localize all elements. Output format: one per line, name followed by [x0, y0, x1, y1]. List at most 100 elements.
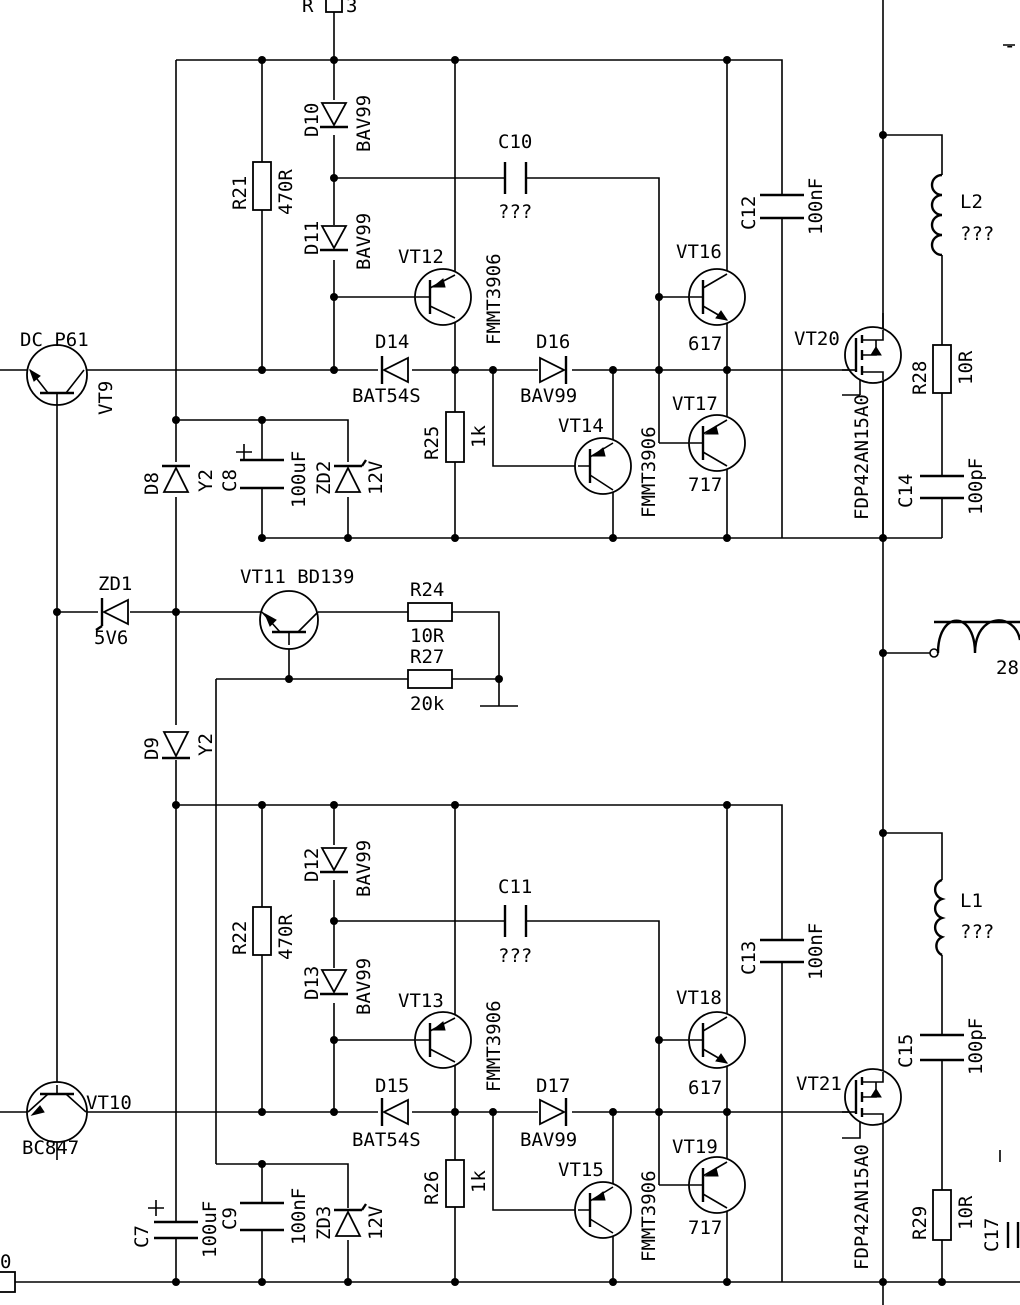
- label-d13: D13: [301, 966, 323, 1000]
- capacitor-c10: [503, 162, 528, 194]
- resistors: [0, 0, 952, 1293]
- label-d8-value: Y2: [195, 469, 217, 492]
- label-r24-value: 10R: [410, 625, 445, 647]
- mosfet-vt21: [842, 1068, 902, 1126]
- diode-d8: [162, 464, 190, 493]
- label-c9: C9: [219, 1207, 241, 1230]
- label-vt19-type: 717: [688, 1217, 722, 1239]
- transistor-vt11: [259, 590, 319, 650]
- label-vt12-type: FMMT3906: [483, 253, 505, 345]
- label-vt15-type: FMMT3906: [638, 1170, 660, 1262]
- inductor-l1: [933, 878, 946, 957]
- resistor-r26: [445, 1159, 465, 1208]
- label-d15: D15: [375, 1075, 409, 1097]
- label-vt14: VT14: [558, 415, 604, 437]
- label-r27: R27: [410, 646, 444, 668]
- label-vt21-type: FDP42AN15A0: [851, 1144, 873, 1270]
- zener-zd1: [95, 598, 129, 631]
- label-c11: C11: [498, 876, 532, 898]
- resistor-r21: [252, 161, 272, 211]
- resistor-r27: [407, 669, 453, 689]
- label-d11: D11: [301, 221, 323, 255]
- diode-d10: [320, 102, 348, 129]
- transistors: [26, 268, 902, 1239]
- transistor-vt9: [26, 344, 88, 406]
- resistor-r22: [252, 906, 272, 956]
- label-zd2-value: 12V: [365, 461, 387, 495]
- transistor-vt16: [688, 268, 746, 326]
- transistor-vt18: [688, 1011, 746, 1069]
- diode-d15: [380, 1098, 409, 1126]
- label-l2: L2: [960, 191, 983, 213]
- label-zd3-value: 12V: [365, 1206, 387, 1240]
- capacitor-c14: [920, 474, 964, 500]
- junctions: [53, 56, 946, 1286]
- label-vt9: VT9: [95, 381, 117, 415]
- label-zd1-value: 5V6: [94, 627, 128, 649]
- label-r21-value: 470R: [275, 169, 297, 215]
- label-c15-value: 100pF: [965, 1018, 987, 1075]
- labels: R 3 - 0 R21 470R R22 470R D10 BAV99 D11 …: [0, 0, 1019, 1273]
- resistor-r28: [932, 344, 952, 394]
- transistor-vt14: [574, 437, 632, 495]
- label-d9-value: Y2: [195, 733, 217, 756]
- label-r24: R24: [410, 579, 444, 601]
- transistor-vt10: [26, 1081, 88, 1143]
- label-d12: D12: [301, 848, 323, 882]
- label-c7-value: 100uF: [199, 1201, 221, 1258]
- capacitor-c9: [240, 1201, 284, 1232]
- label-r21: R21: [229, 176, 251, 210]
- label-c11-value: ???: [498, 945, 532, 967]
- label-d14: D14: [375, 331, 409, 353]
- label-vt16-type: 617: [688, 333, 722, 355]
- label-r25-value: 1k: [468, 425, 490, 448]
- label-d13-value: BAV99: [353, 958, 375, 1015]
- label-c14: C14: [895, 474, 917, 508]
- transistor-vt17: [688, 414, 746, 472]
- capacitor-c11: [503, 905, 528, 937]
- label-d16: D16: [536, 331, 570, 353]
- label-vt11: VT11 BD139: [240, 566, 354, 588]
- label-r29-value: 10R: [955, 1195, 977, 1230]
- label-vt10-type: BC847: [22, 1137, 79, 1159]
- label-zd3: ZD3: [313, 1206, 335, 1240]
- zener-zd3: [334, 1203, 367, 1237]
- label-d9: D9: [141, 737, 163, 760]
- label-d8: D8: [141, 472, 163, 495]
- edge-label-3: 3: [346, 0, 357, 17]
- resistor-top-partial: [325, 0, 343, 13]
- inductors: [929, 173, 1020, 957]
- label-d10: D10: [301, 103, 323, 137]
- diode-d11: [320, 225, 348, 252]
- inductor-28: [934, 619, 1020, 654]
- diode-d14: [380, 356, 409, 384]
- label-c13-value: 100nF: [805, 923, 827, 980]
- edge-box-bottom: [0, 1271, 16, 1293]
- label-edge-28: 28: [996, 657, 1019, 679]
- resistor-r24: [407, 602, 453, 622]
- label-dcp61: DC P61: [20, 329, 89, 351]
- label-c8: C8: [219, 469, 241, 492]
- label-vt21: VT21: [796, 1073, 842, 1095]
- label-zd2: ZD2: [313, 461, 335, 495]
- label-d15-value: BAT54S: [352, 1129, 421, 1151]
- transistor-vt13: [414, 1011, 472, 1069]
- label-zd1: ZD1: [98, 573, 132, 595]
- capacitor-c12: [760, 193, 804, 220]
- capacitors: [148, 44, 1020, 1248]
- edge-label-r: R: [302, 0, 314, 17]
- label-r28: R28: [909, 361, 931, 395]
- label-r28-value: 10R: [955, 350, 977, 385]
- label-c12: C12: [738, 196, 760, 230]
- label-r25: R25: [421, 426, 443, 460]
- label-vt20: VT20: [794, 328, 840, 350]
- transistor-vt12: [414, 268, 472, 326]
- capacitor-c13: [760, 938, 804, 964]
- label-r22: R22: [229, 921, 251, 955]
- label-vt16: VT16: [676, 241, 722, 263]
- label-vt13: VT13: [398, 990, 444, 1012]
- label-d17-value: BAV99: [520, 1129, 577, 1151]
- capacitor-c15: [920, 1033, 964, 1062]
- label-r22-value: 470R: [275, 914, 297, 960]
